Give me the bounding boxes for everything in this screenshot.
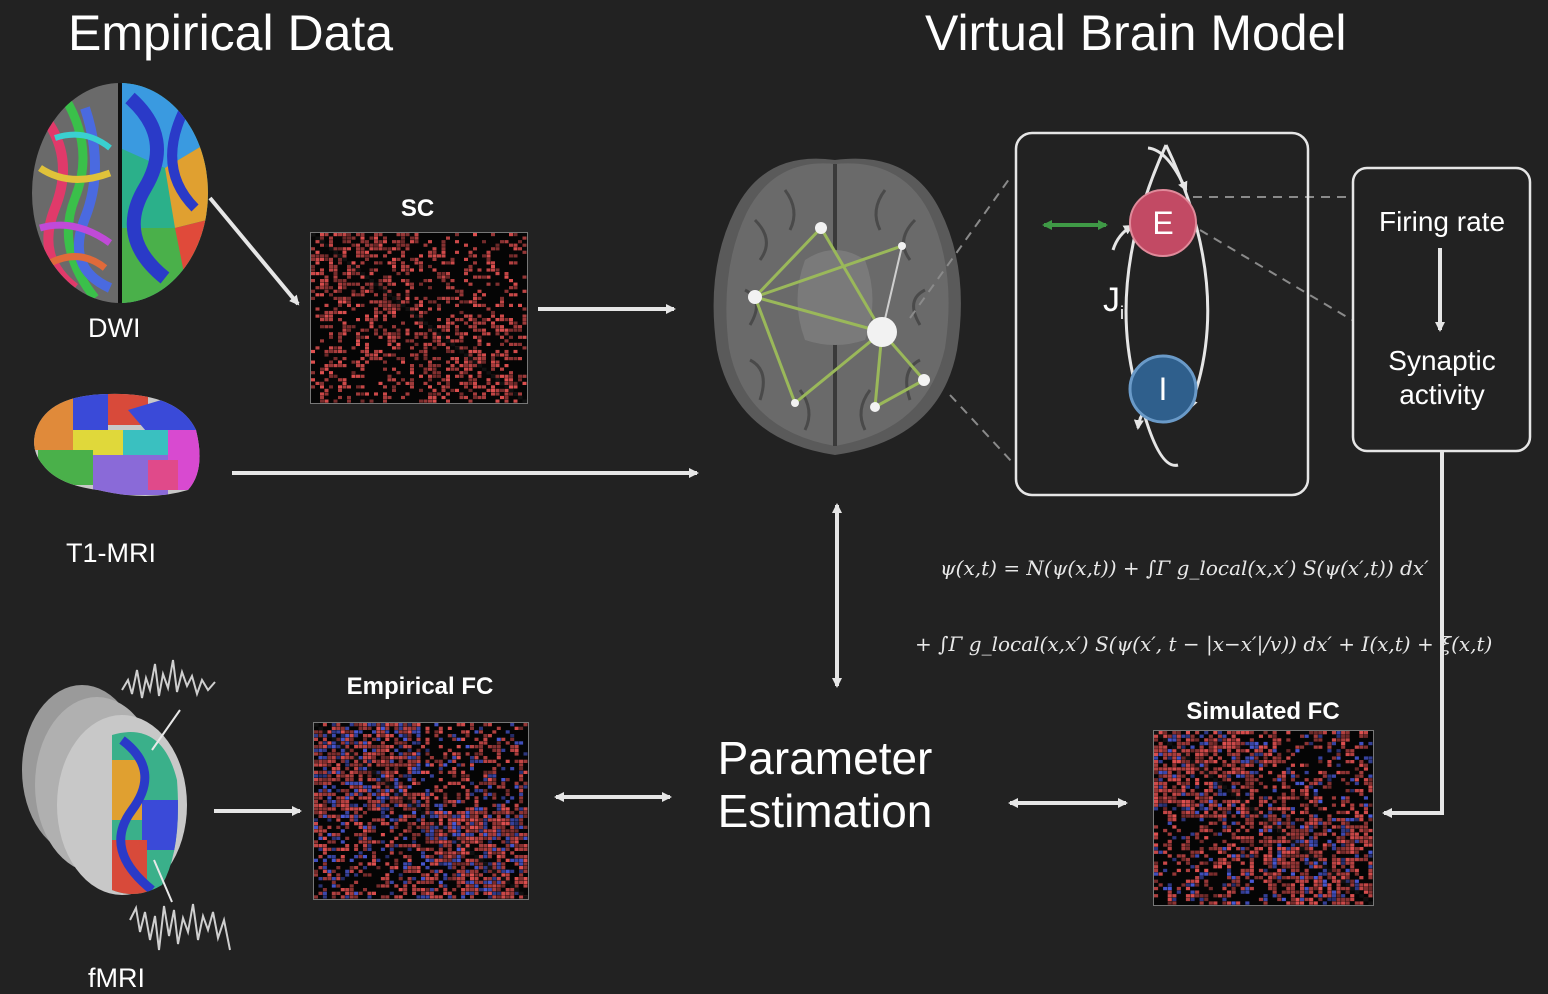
empirical-data-heading: Empirical Data	[68, 5, 394, 61]
firing-rate-label: Firing rate	[1378, 206, 1506, 237]
network-edges	[753, 226, 926, 409]
arrow-dwi-to-sc	[208, 196, 300, 306]
t1-mri-label: T1-MRI	[66, 538, 156, 568]
matrix-texture	[314, 723, 528, 899]
empirical-fc-matrix	[313, 722, 529, 900]
synaptic-activity-label: Synaptic activity	[1388, 345, 1496, 411]
dwi-brain-image	[25, 78, 215, 308]
inhibitory-label: I	[1158, 371, 1168, 407]
empirical-fc-title: Empirical FC	[346, 673, 494, 700]
matrix-texture	[311, 233, 527, 403]
sc-title: SC	[400, 195, 435, 222]
transfer-box	[1351, 166, 1532, 453]
equation-line-2: + ∫Γ g_local(x,x′) S(ψ(x′, t − |x−x′|/v)…	[915, 632, 1493, 656]
inhibitory-node	[1128, 354, 1198, 424]
t1-brain-image	[28, 390, 206, 502]
arrow-activity-to-simfc	[1382, 452, 1444, 818]
parameter-estimation-label: Parameter Estimation	[717, 732, 933, 837]
virtual-brain-heading: Virtual Brain Model	[925, 5, 1347, 61]
neural-mass-box	[1014, 131, 1310, 497]
virtual-brain-network	[705, 150, 970, 460]
excitatory-node	[1129, 189, 1197, 257]
simulated-fc-title: Simulated FC	[1186, 698, 1340, 725]
sc-matrix	[310, 232, 528, 404]
fmri-label: fMRI	[88, 963, 145, 993]
excitatory-label: E	[1152, 205, 1174, 241]
coupling-label: Ji	[1103, 281, 1124, 323]
dwi-label: DWI	[88, 313, 141, 343]
matrix-texture	[1154, 731, 1373, 905]
simulated-fc-matrix	[1153, 730, 1374, 906]
equation-line-1: ψ(x,t) = N(ψ(x,t)) + ∫Γ g_local(x,x′) S(…	[940, 556, 1429, 580]
fmri-brain-image	[12, 650, 234, 960]
